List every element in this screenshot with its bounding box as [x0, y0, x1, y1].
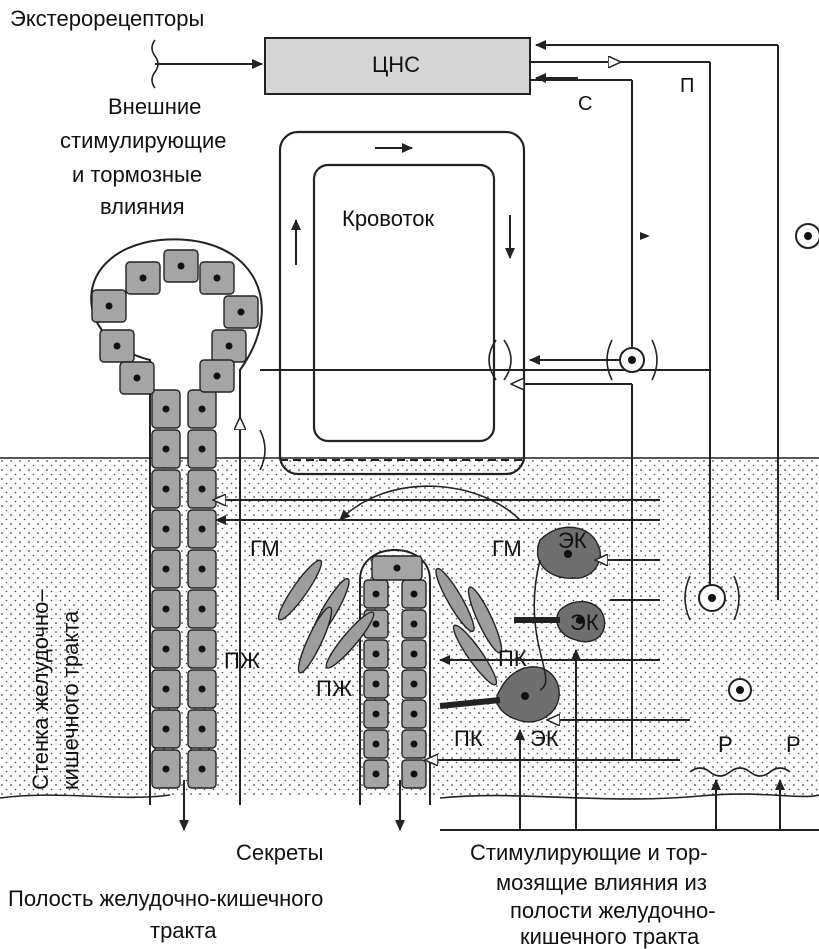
stim-label-line4: кишечного тракта	[520, 924, 700, 949]
gland-cell-nucleus	[199, 406, 206, 413]
p-label: П	[680, 75, 694, 97]
crypt-cell-nucleus	[394, 565, 401, 572]
gland-cell-nucleus	[140, 275, 147, 282]
gland-cell-nucleus	[163, 486, 170, 493]
cns-label: ЦНС	[372, 52, 420, 77]
stim-label-line1: Стимулирующие и тор-	[470, 840, 708, 865]
gland-cell-nucleus	[163, 446, 170, 453]
crypt-cell-nucleus	[411, 771, 418, 778]
pk-top-label: ПК	[498, 646, 527, 671]
gland-cell-nucleus	[214, 373, 221, 380]
crypt-cell-nucleus	[411, 591, 418, 598]
gland-cell-nucleus	[106, 303, 113, 310]
gland-cell-nucleus	[163, 526, 170, 533]
gland-cell-nucleus	[226, 343, 233, 350]
crypt-cell-nucleus	[411, 681, 418, 688]
external-influences-line2: стимулирующие	[60, 128, 227, 153]
crypt-cell-nucleus	[373, 711, 380, 718]
neuron-circle-icon-bottom	[729, 679, 751, 701]
gland-cell-nucleus	[163, 686, 170, 693]
crypt-cell-nucleus	[373, 741, 380, 748]
gland-cell-nucleus	[199, 606, 206, 613]
external-influences-line1: Внешние	[108, 94, 201, 119]
ek-mid-label: ЭК	[570, 610, 599, 635]
pzh-mid-label: ПЖ	[316, 676, 353, 701]
r-right-label: Р	[786, 732, 801, 757]
gland-cell-nucleus	[178, 263, 185, 270]
gland-cell-nucleus	[163, 566, 170, 573]
stim-label-line3: полости желудочно-	[510, 898, 716, 923]
lumen-label-line1: Полость желудочно-кишечного	[8, 886, 323, 911]
bloodflow-vessel	[280, 132, 524, 474]
exteroceptors-label: Экстерорецепторы	[10, 6, 204, 31]
crypt-cell-nucleus	[411, 741, 418, 748]
crypt-cell-nucleus	[411, 621, 418, 628]
gland-cell-nucleus	[134, 375, 141, 382]
gland-cell-nucleus	[114, 343, 121, 350]
crypt-cell-nucleus	[373, 771, 380, 778]
gland-cell-nucleus	[199, 446, 206, 453]
ek-top-label: ЭК	[558, 528, 587, 553]
gland-cell-nucleus	[199, 566, 206, 573]
ek-bottom-label: ЭК	[530, 726, 559, 751]
bloodflow-label: Кровоток	[342, 206, 435, 231]
gm-right-label: ГМ	[492, 536, 522, 561]
gland-cell-nucleus	[163, 406, 170, 413]
gland-cell-nucleus	[163, 606, 170, 613]
gland-cell-nucleus	[163, 646, 170, 653]
gland-cell-nucleus	[199, 686, 206, 693]
crypt-cell-nucleus	[411, 651, 418, 658]
r-left-label: Р	[718, 732, 733, 757]
crypt-cell-nucleus	[411, 711, 418, 718]
s-label: С	[578, 93, 592, 115]
wall-label-line2: кишечного тракта	[58, 610, 83, 790]
gland-cell-nucleus	[214, 275, 221, 282]
stim-label-line2: мозящие влияния из	[496, 870, 707, 895]
exteroceptor-wire	[152, 40, 262, 88]
gm-left-label: ГМ	[250, 536, 280, 561]
neuron-circle-icon-top	[796, 224, 819, 248]
crypt-cell-nucleus	[373, 591, 380, 598]
gland-cell-nucleus	[199, 646, 206, 653]
external-influences-line3: и тормозные	[72, 162, 202, 187]
gland-cell-nucleus	[199, 726, 206, 733]
gland-cell-nucleus	[199, 486, 206, 493]
pk-bottom-label: ПК	[454, 726, 483, 751]
gland-cell-nucleus	[199, 526, 206, 533]
lumen-label-line2: тракта	[150, 918, 217, 943]
pzh-left-label: ПЖ	[224, 648, 261, 673]
wall-label-line1: Стенка желудочно–	[28, 589, 53, 790]
crypt-cell-nucleus	[373, 651, 380, 658]
crypt-cell-nucleus	[373, 621, 380, 628]
gland-cell-nucleus	[163, 726, 170, 733]
external-influences-line4: влияния	[100, 194, 185, 219]
crypt-cell-nucleus	[373, 681, 380, 688]
gland-cell-nucleus	[238, 309, 245, 316]
gland-cell-nucleus	[199, 766, 206, 773]
gland-cell-nucleus	[163, 766, 170, 773]
secrets-label: Секреты	[236, 840, 323, 865]
